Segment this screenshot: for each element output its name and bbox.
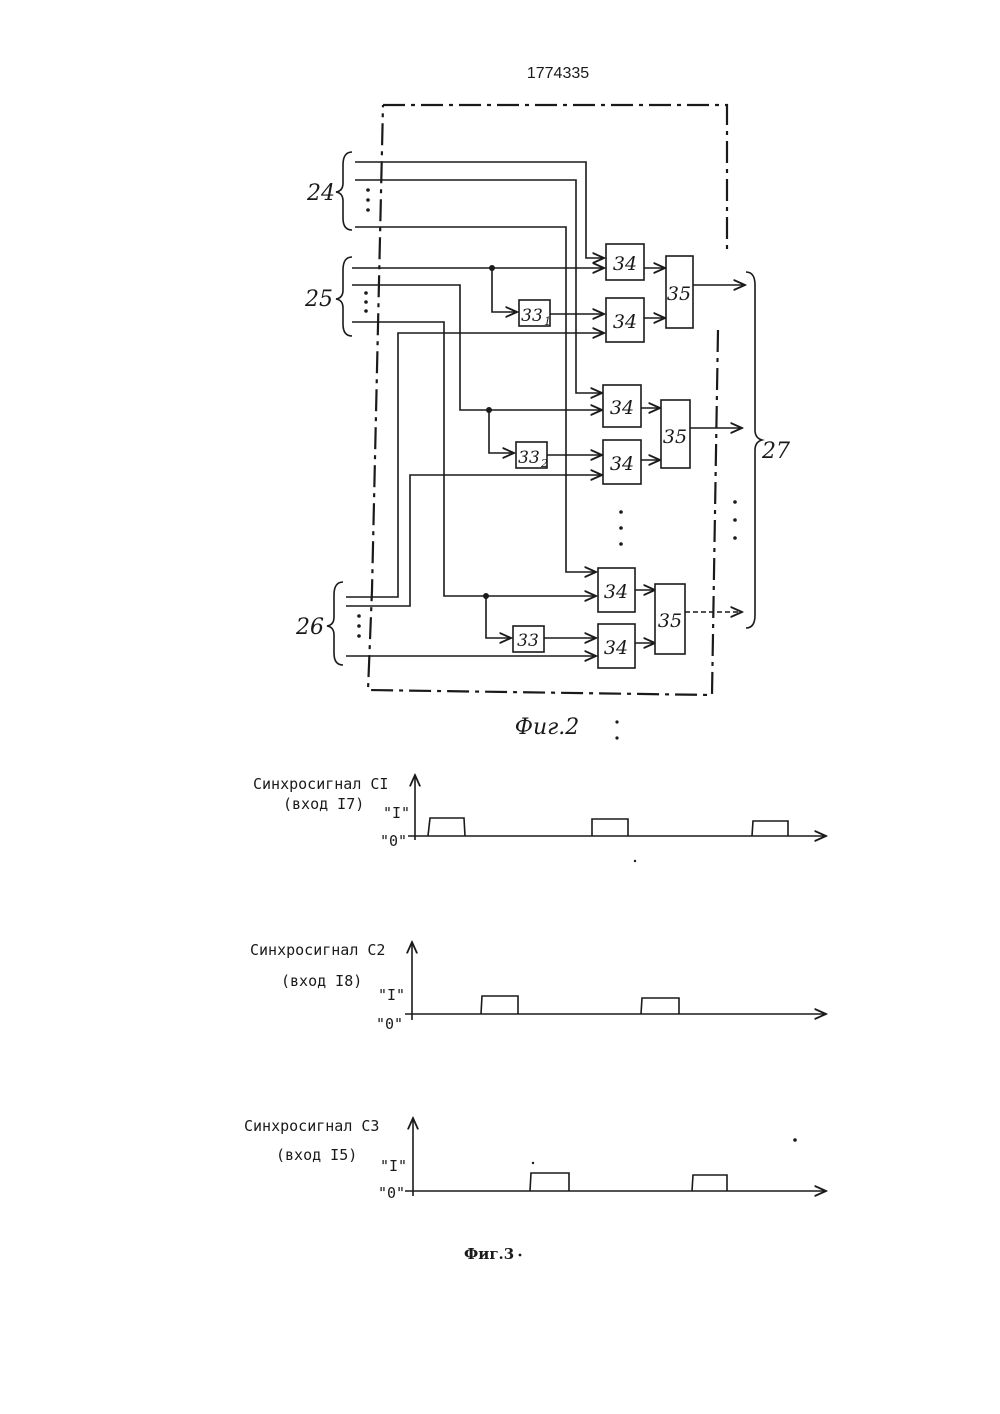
label-27: 27 xyxy=(761,439,790,464)
or-block-2: 35 xyxy=(661,400,690,468)
timing-c2: Синхросигнал C2 (вход I8) "I" "0" xyxy=(250,941,826,1033)
c3-low: "0" xyxy=(378,1184,405,1202)
c3-input: (вход I5) xyxy=(276,1146,357,1164)
c2-high: "I" xyxy=(378,986,405,1004)
svg-text:34: 34 xyxy=(604,581,628,603)
svg-text:34: 34 xyxy=(610,397,634,419)
svg-text:35: 35 xyxy=(663,426,687,448)
fig2-caption: Фиг.2 xyxy=(515,715,580,740)
label-26: 26 xyxy=(295,615,324,640)
c2-input: (вход I8) xyxy=(281,972,362,990)
timing-c1: Синхросигнал CI (вход I7) "I" "0" xyxy=(253,775,826,850)
brace-24 xyxy=(336,152,352,230)
c1-low: "0" xyxy=(380,832,407,850)
svg-text:2: 2 xyxy=(540,457,548,470)
delay-block-1: 331 xyxy=(519,300,551,328)
figure-3: Синхросигнал CI (вход I7) "I" "0" Синхро… xyxy=(244,775,826,1263)
and-block-1a: 34 xyxy=(606,244,644,280)
c3-high: "I" xyxy=(380,1157,407,1175)
and-block-3b: 34 xyxy=(598,624,635,668)
svg-text:33: 33 xyxy=(517,631,539,651)
svg-text:34: 34 xyxy=(613,311,637,333)
or-block-3: 35 xyxy=(655,584,685,654)
c1-input: (вход I7) xyxy=(283,795,364,813)
page-number: 1774335 xyxy=(527,65,589,82)
and-block-2b: 34 xyxy=(603,440,641,484)
svg-text:33: 33 xyxy=(521,306,543,326)
svg-text:34: 34 xyxy=(610,453,634,475)
c3-title: Синхросигнал C3 xyxy=(244,1117,379,1135)
figure-2: 24 25 26 27 xyxy=(295,105,790,740)
and-block-2a: 34 xyxy=(603,385,641,427)
brace-26 xyxy=(327,582,343,665)
and-block-3a: 34 xyxy=(598,568,635,612)
c1-high: "I" xyxy=(383,804,410,822)
svg-text:1: 1 xyxy=(544,315,551,328)
c1-title: Синхросигнал CI xyxy=(253,775,388,793)
label-24: 24 xyxy=(306,181,335,206)
or-block-1: 35 xyxy=(666,256,693,328)
svg-text:35: 35 xyxy=(667,283,691,305)
svg-text:34: 34 xyxy=(613,253,637,275)
svg-text:35: 35 xyxy=(658,610,682,632)
svg-text:34: 34 xyxy=(604,637,628,659)
c2-low: "0" xyxy=(376,1015,403,1033)
and-block-1b: 34 xyxy=(606,298,644,342)
timing-c3: Синхросигнал C3 (вход I5) "I" "0" xyxy=(244,1117,826,1202)
delay-block-2: 332 xyxy=(516,442,548,470)
brace-27 xyxy=(746,272,762,628)
brace-25 xyxy=(336,257,352,336)
c2-title: Синхросигнал C2 xyxy=(250,941,385,959)
label-25: 25 xyxy=(304,287,333,312)
svg-text:33: 33 xyxy=(518,448,540,468)
delay-block-3: 33 xyxy=(513,626,544,652)
fig3-caption: Фиг.3 xyxy=(464,1245,514,1263)
